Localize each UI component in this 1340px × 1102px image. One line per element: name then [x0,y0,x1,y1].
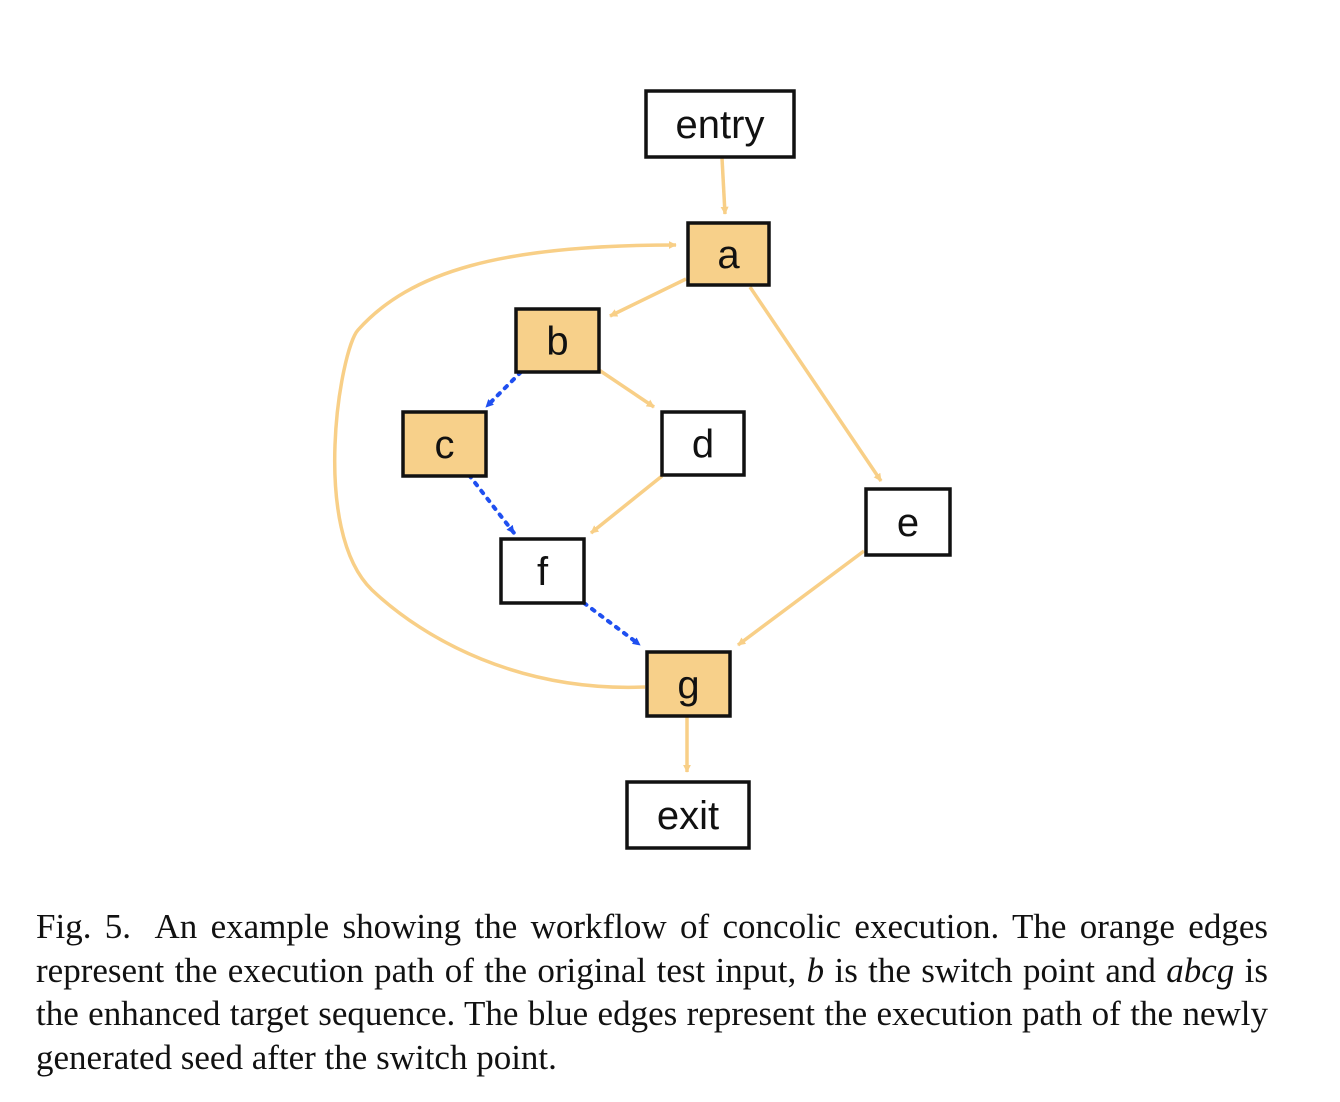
node-box-f [499,537,586,605]
edge-b-c [484,370,523,409]
node-box-g [645,650,732,718]
node-label-b: b [546,320,568,364]
node-label-g: g [677,663,699,707]
nodes-layer: entry a b c d e f g exit [401,89,952,850]
node-e: e [864,487,952,557]
node-f: f [499,537,586,605]
caption-italic-switch-point: b [806,950,825,990]
node-c: c [401,410,488,478]
node-box-e [864,487,952,557]
node-box-a [686,221,771,287]
edge-a-b [609,277,687,318]
edge-entry-a [720,157,729,215]
figure-label: Fig. 5. [36,907,132,946]
node-box-b [514,307,601,374]
node-label-e: e [897,501,919,545]
node-entry: entry [644,89,796,159]
caption-text-1: An example showing the workflow of conco… [36,907,1268,990]
edge-g-a [332,241,677,690]
node-label-f: f [537,550,549,594]
edge-c-f [467,473,516,535]
figure-caption: Fig. 5. An example showing the workflow … [36,905,1268,1079]
node-exit: exit [625,780,751,850]
node-a: a [686,221,771,287]
node-b: b [514,307,601,374]
node-box-c [401,410,488,478]
node-label-a: a [717,233,740,277]
node-label-exit: exit [657,794,719,838]
node-d: d [660,410,746,477]
edge-b-d [598,368,655,409]
caption-text-3: is the enhanced target sequence. The blu… [36,950,1268,1077]
node-label-d: d [692,423,714,467]
edge-f-g [582,601,642,647]
control-flow-diagram: entry a b c d e f g exit [332,89,952,850]
caption-italic-target-sequence: abcg [1166,950,1235,990]
edges-layer [332,157,883,773]
node-box-d [660,410,746,477]
node-box-entry [644,89,796,159]
node-label-entry: entry [676,103,765,147]
caption-text-2: is the switch point and [824,950,1167,990]
edge-d-f [589,474,664,535]
node-box-exit [625,780,751,850]
node-g: g [645,650,732,718]
edge-e-g [736,549,866,647]
edge-a-e [748,286,883,482]
node-label-c: c [435,423,455,467]
